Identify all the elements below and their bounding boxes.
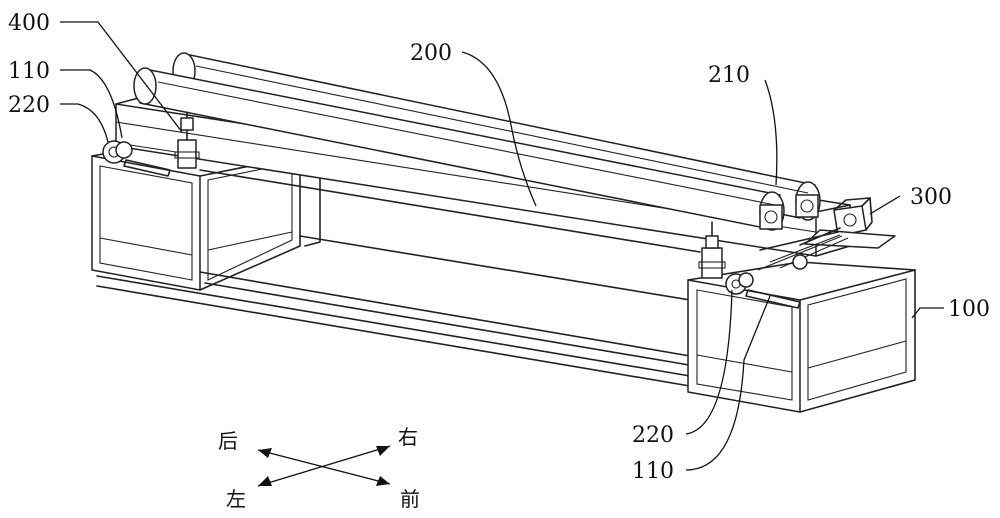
arrow-right-icon <box>376 446 390 456</box>
leader-110-upper <box>60 69 123 139</box>
direction-back-label: 后 <box>218 429 238 453</box>
right-bracket <box>698 221 726 279</box>
motor-unit <box>759 197 896 269</box>
leader-200 <box>461 51 537 207</box>
direction-right-label: 右 <box>398 425 418 449</box>
label-210: 210 <box>708 63 750 88</box>
left-bracket <box>174 111 200 169</box>
arrow-back-icon <box>258 448 272 458</box>
arrow-front-icon <box>376 476 390 486</box>
label-220-lower: 220 <box>632 423 674 448</box>
leader-lines <box>60 21 944 471</box>
label-110-upper: 110 <box>8 59 50 84</box>
direction-front-label: 前 <box>400 487 420 511</box>
label-200: 200 <box>410 41 452 66</box>
leader-210 <box>764 79 778 186</box>
label-110-lower: 110 <box>632 459 674 484</box>
left-wheel-assembly <box>102 140 177 177</box>
leader-220-upper <box>60 103 109 143</box>
right-wheel-assembly <box>725 235 843 309</box>
label-100: 100 <box>948 297 990 322</box>
leader-110-lower <box>685 295 771 471</box>
label-400: 400 <box>8 11 50 36</box>
direction-left-label: 左 <box>226 487 246 511</box>
leader-400 <box>60 21 183 133</box>
leader-100 <box>911 307 944 319</box>
arrow-left-icon <box>258 476 272 486</box>
label-220-upper: 220 <box>8 93 50 118</box>
reference-labels: 400 110 220 200 210 300 100 220 110 <box>8 11 990 484</box>
direction-compass: 后 右 左 前 <box>218 425 420 511</box>
leader-300 <box>869 195 901 215</box>
label-300: 300 <box>910 185 952 210</box>
leader-220-lower <box>685 289 733 435</box>
